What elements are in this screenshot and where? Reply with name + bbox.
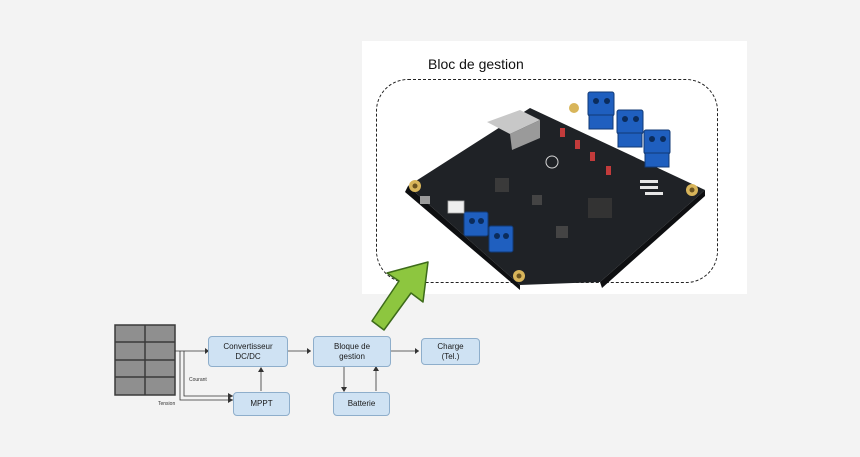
battery-box: Batterie: [333, 392, 390, 416]
solar-panel-icon: [114, 324, 176, 396]
pcb-board-image: [405, 91, 705, 290]
connector-lines: [175, 350, 419, 401]
photo-title: Bloc de gestion: [428, 56, 524, 72]
load-box: Charge (Tel.): [421, 338, 480, 365]
mppt-box: MPPT: [233, 392, 290, 416]
management-box: Bloque de gestion: [313, 336, 391, 367]
voltage-label: Tension: [158, 401, 176, 407]
current-label: Courant: [189, 377, 207, 383]
highlight-arrow: [371, 261, 429, 331]
converter-box: Convertisseur DC/DC: [208, 336, 288, 367]
arrow-heads: [205, 348, 419, 403]
